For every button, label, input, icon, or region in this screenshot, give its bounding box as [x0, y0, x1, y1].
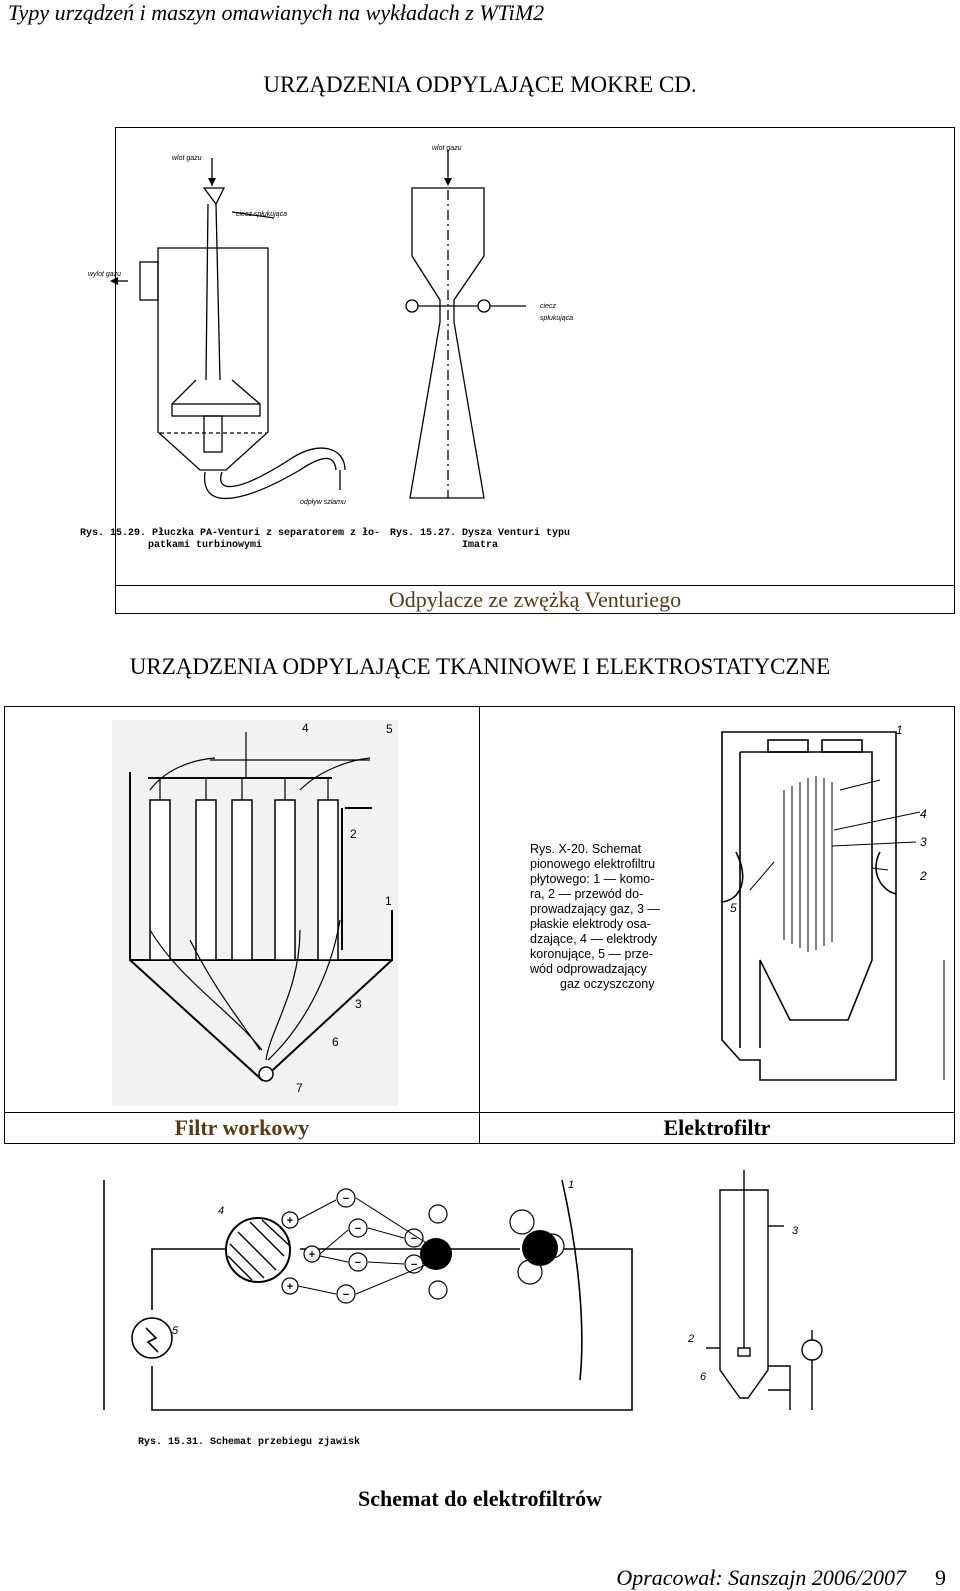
bag-num-1: 1: [385, 894, 392, 908]
label-spray-liquid-right-2: spłukująca: [540, 315, 573, 322]
sign-plus-1: +: [287, 1215, 293, 1227]
elec-desc-line-2: pionowego elektrofiltru: [530, 857, 655, 871]
running-header: Typy urządzeń i maszyn omawianych na wyk…: [8, 0, 545, 25]
bag-num-4: 4: [302, 721, 309, 735]
elec-desc-line-8: koronujące, 5 — prze-: [530, 947, 653, 961]
elec-num-2: 2: [919, 869, 927, 883]
fig-caption-right-2: Imatra: [462, 540, 498, 551]
elec-desc-line-6: płaskie elektrody osa-: [530, 917, 651, 931]
label-spray-liquid-left: ciecz spłukująca: [236, 211, 287, 218]
bag-num-2: 2: [350, 827, 357, 841]
section-title-fabric-electrostatic: URZĄDZENIA ODPYLAJĄCE TKANINOWE I ELEKTR…: [129, 654, 831, 679]
fig-caption-left-1: Rys. 15.29. Płuczka PA-Venturi z separat…: [80, 527, 380, 539]
bag-filter-diagram: 1 2 3 4 5 6 7: [112, 720, 398, 1106]
page-number: 9: [935, 1565, 946, 1590]
elec-desc-line-10: gaz oczyszczony: [560, 977, 655, 991]
bag-filter-caption: Filtr workowy: [174, 1115, 310, 1140]
page-footer: Opracował: Sanszajn 2006/2007 9: [616, 1565, 946, 1591]
schema-fig-caption: Rys. 15.31. Schemat przebiegu zjawisk: [138, 1436, 360, 1448]
elec-num-1: 1: [896, 723, 903, 737]
venturi-scrubber-diagram: wlot gazu wylot gazu ciecz spłukująca od…: [80, 145, 573, 551]
fig-caption-left-2: patkami turbinowymi: [148, 539, 262, 551]
schema-caption: Schemat do elektrofiltrów: [358, 1486, 602, 1511]
section-title-wet: URZĄDZENIA ODPYLAJĄCE MOKRE CD.: [263, 72, 697, 97]
fig-caption-right-1: Rys. 15.27. Dysza Venturi typu: [390, 527, 570, 539]
electrofilter-caption: Elektrofiltr: [663, 1115, 771, 1140]
elec-desc-line-4: ra, 2 — przewód do-: [530, 887, 643, 901]
venturi-caption-frame: [115, 585, 955, 614]
schema-num-5: 5: [172, 1325, 179, 1337]
sign-minus-4: −: [343, 1289, 349, 1301]
label-spray-liquid-right-1: ciecz: [540, 303, 556, 310]
schema-num-2: 2: [687, 1333, 694, 1345]
elec-desc-line-5: prowadzający gaz, 3 —: [530, 902, 660, 916]
bag-num-7: 7: [296, 1081, 303, 1095]
elec-num-5: 5: [730, 901, 737, 915]
electrofilter-caption-frame: [479, 1112, 955, 1144]
elec-desc-line-7: dzające, 4 — elektrody: [530, 932, 658, 946]
elec-desc-line-9: wód odprowadzający: [529, 962, 647, 976]
sign-minus-2: −: [355, 1223, 361, 1235]
sign-minus-5: −: [411, 1233, 417, 1245]
elec-desc-line-3: płytowego: 1 — komo-: [530, 872, 654, 886]
label-gas-inlet-left: wlot gazu: [172, 155, 202, 162]
footer-credit: Opracował: Sanszajn 2006/2007: [616, 1565, 906, 1590]
elec-num-3: 3: [920, 835, 927, 849]
sign-minus-6: −: [411, 1259, 417, 1271]
sign-plus-3: +: [287, 1281, 293, 1293]
bag-num-3: 3: [355, 997, 362, 1011]
label-gas-outlet: wylot gazu: [88, 271, 121, 278]
sign-minus-3: −: [355, 1257, 361, 1269]
schema-num-4: 4: [218, 1205, 224, 1217]
schema-num-6: 6: [700, 1371, 707, 1383]
elec-desc-line-1: Rys. X-20. Schemat: [530, 842, 642, 856]
electrofilter-diagram: 1 2 3 4 5 Rys. X-20. Schemat pionowego e…: [529, 723, 945, 1081]
sign-plus-2: +: [309, 1249, 315, 1261]
venturi-caption: Odpylacze ze zwężką Venturiego: [388, 587, 682, 612]
elec-num-4: 4: [920, 807, 927, 821]
bag-num-6: 6: [332, 1035, 339, 1049]
label-sludge-outlet: odpływ szlamu: [300, 499, 346, 506]
sign-minus-1: −: [343, 1193, 349, 1205]
label-gas-inlet-right: wlot gazu: [432, 145, 462, 152]
bag-num-5: 5: [386, 722, 393, 736]
schema-num-1: 1: [568, 1179, 574, 1191]
schema-num-3: 3: [792, 1225, 799, 1237]
